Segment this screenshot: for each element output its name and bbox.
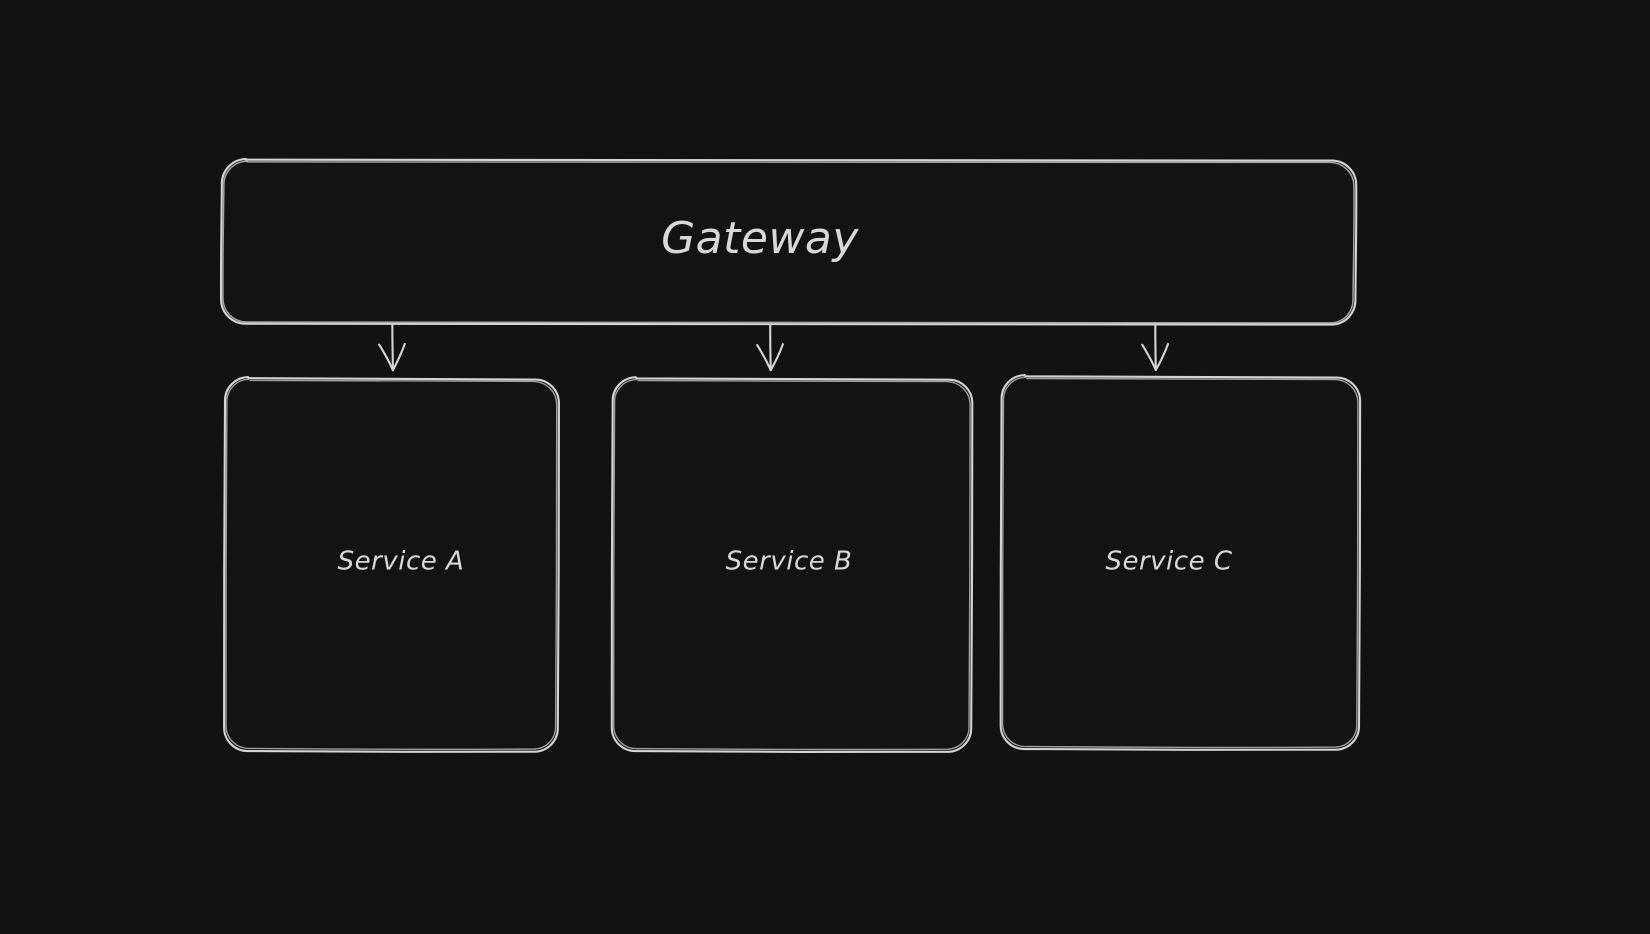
edge-gateway-to-service-a[interactable] — [378, 323, 406, 372]
node-service-b[interactable]: Service B — [610, 376, 974, 754]
edge-arrowhead-c-right — [1154, 342, 1170, 372]
service-b-box-fill — [613, 378, 971, 751]
edge-line-a — [391, 323, 394, 371]
gateway-box-fill — [221, 160, 1356, 324]
node-service-a[interactable]: Service A — [222, 376, 561, 753]
node-gateway[interactable]: Gateway — [219, 158, 1358, 326]
service-b-box-outline-2 — [612, 378, 971, 751]
gateway-label: Gateway — [661, 213, 859, 264]
service-a-box-fill — [225, 378, 558, 751]
edge-gateway-to-service-b[interactable] — [756, 323, 784, 372]
edge-arrowhead-b-left — [756, 343, 772, 372]
node-service-c[interactable]: Service C — [999, 374, 1362, 751]
service-b-label: Service B — [726, 547, 853, 577]
edge-line-c — [1154, 323, 1157, 371]
service-a-label: Service A — [338, 547, 465, 577]
edge-arrowhead-a-left — [378, 343, 394, 372]
edge-arrowhead-a-right — [391, 342, 406, 372]
service-c-box-outline-1 — [999, 374, 1362, 751]
service-c-box-fill — [1002, 376, 1359, 749]
service-b-box-outline-1 — [610, 376, 974, 754]
service-c-box-outline-2 — [1001, 376, 1359, 749]
gateway-box-outline-2 — [222, 160, 1355, 324]
edge-gateway-to-service-c[interactable] — [1141, 323, 1170, 372]
service-a-box-outline-2 — [225, 378, 558, 751]
edge-arrowhead-b-right — [769, 343, 784, 372]
service-c-label: Service C — [1105, 547, 1232, 577]
service-a-box-outline-1 — [222, 376, 561, 753]
gateway-box-outline-1 — [219, 158, 1358, 326]
edge-line-b — [769, 323, 772, 371]
edge-arrowhead-c-left — [1141, 343, 1157, 372]
